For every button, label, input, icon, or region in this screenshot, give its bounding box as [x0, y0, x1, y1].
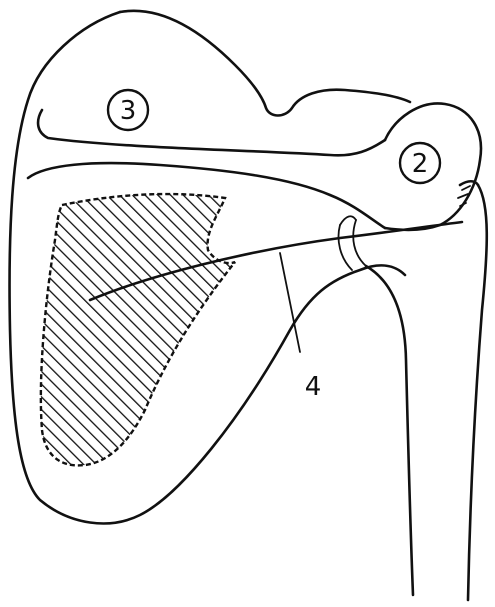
- hatched-muscle-area: [41, 194, 235, 465]
- humerus-right-edge: [468, 185, 487, 600]
- glenoid-rim: [339, 225, 353, 270]
- glenoid-top: [340, 216, 356, 225]
- label-2-marker: 2: [400, 143, 440, 183]
- humerus-left-edge: [366, 266, 413, 595]
- label-3-text: 3: [120, 96, 137, 126]
- scapular-spine: [38, 110, 385, 155]
- superior-border: [120, 11, 410, 116]
- label-4-text: 4: [305, 372, 322, 402]
- humeral-head-top: [460, 181, 478, 185]
- glenoid-rim-inner: [353, 220, 366, 266]
- label-3-marker: 3: [108, 90, 148, 130]
- label-2-text: 2: [412, 149, 429, 179]
- leader-line-4: [280, 253, 300, 352]
